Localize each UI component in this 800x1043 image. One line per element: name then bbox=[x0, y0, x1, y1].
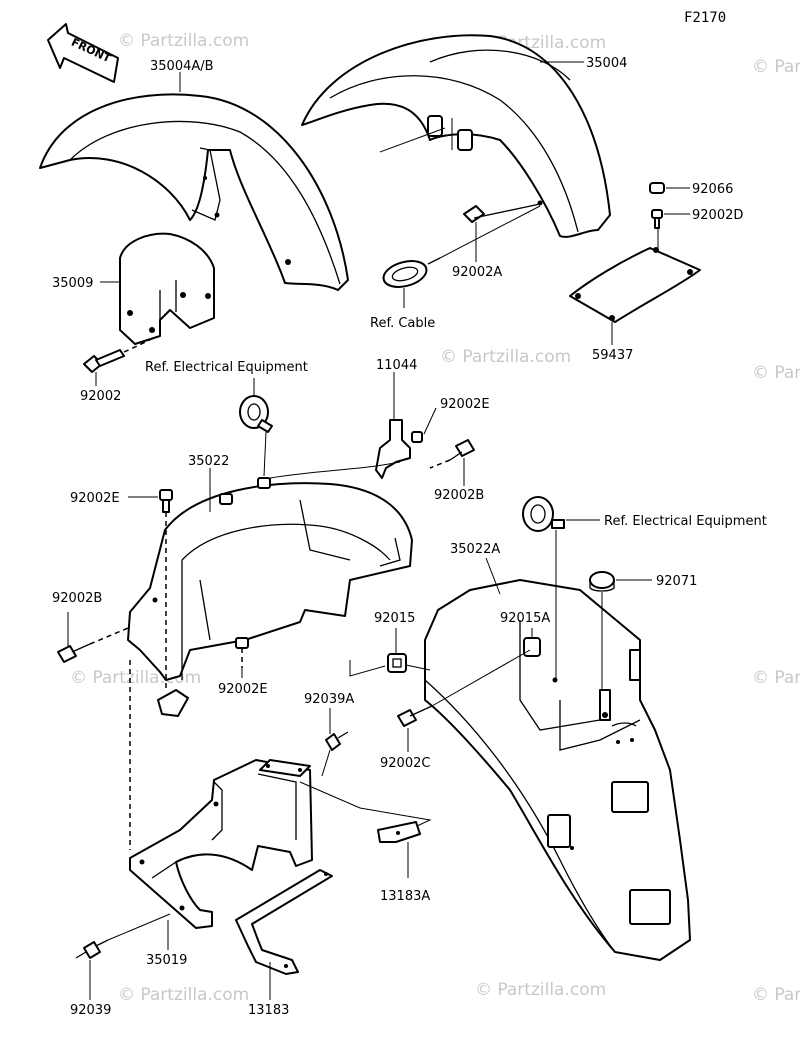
nut-92015 bbox=[387, 653, 407, 673]
bolt-92002b-left bbox=[57, 627, 129, 663]
bolt-92002b-right bbox=[429, 439, 475, 469]
part-label: 92002B bbox=[52, 591, 102, 606]
front-fender-35004 bbox=[301, 34, 611, 238]
rivet-92039 bbox=[75, 913, 171, 959]
watermark: © Partzilla.com bbox=[752, 668, 800, 688]
part-label: 35004A/B bbox=[150, 59, 214, 74]
part-label: 92002C bbox=[380, 756, 430, 771]
part-label: 92002E bbox=[440, 397, 490, 412]
rear-fender-35022a bbox=[424, 579, 691, 961]
watermark: © Partzilla.com bbox=[752, 363, 800, 383]
part-label: 59437 bbox=[592, 348, 633, 363]
part-label: 35022A bbox=[450, 542, 500, 557]
inner-fender-35022 bbox=[127, 461, 413, 717]
part-label: 92071 bbox=[656, 574, 697, 589]
bolt-92002e-c bbox=[235, 637, 249, 668]
grommet-92066 bbox=[649, 182, 665, 194]
rivet-92039a bbox=[325, 731, 349, 751]
part-label: 92002E bbox=[70, 491, 120, 506]
ref-label: Ref. Electrical Equipment bbox=[604, 514, 767, 529]
part-label: 11044 bbox=[376, 358, 417, 373]
watermark: © Partzilla.com bbox=[752, 985, 800, 1005]
watermark: © Partzilla.com bbox=[118, 985, 249, 1005]
electrical-grommet-1 bbox=[239, 395, 273, 433]
part-label: 35019 bbox=[146, 953, 187, 968]
part-label: 92066 bbox=[692, 182, 733, 197]
plate-59437 bbox=[569, 247, 701, 323]
part-label: 92002 bbox=[80, 389, 121, 404]
part-label: 13183 bbox=[248, 1003, 289, 1018]
ref-label: Ref. Electrical Equipment bbox=[145, 360, 308, 375]
nut-92015a bbox=[523, 637, 541, 657]
part-label: 92015 bbox=[374, 611, 415, 626]
watermark: © Partzilla.com bbox=[752, 57, 800, 77]
bolt-92002e-b bbox=[159, 489, 173, 690]
part-label: 92002E bbox=[218, 682, 268, 697]
part-label: 92002D bbox=[692, 208, 743, 223]
figure-code: F2170 bbox=[684, 10, 726, 26]
bolt-92002e-a bbox=[411, 431, 423, 443]
strap-13183 bbox=[235, 869, 333, 975]
bolt-92002a bbox=[463, 203, 541, 223]
clip-13183a bbox=[377, 821, 421, 843]
watermark: © Partzilla.com bbox=[475, 980, 606, 1000]
part-label: 92002B bbox=[434, 488, 484, 503]
part-label: 92015A bbox=[500, 611, 550, 626]
watermark-group: © Partzilla.com © Partzilla.com © Partzi… bbox=[70, 31, 800, 1005]
part-label: 35009 bbox=[52, 276, 93, 291]
front-fender-35004ab bbox=[39, 93, 349, 291]
watermark: © Partzilla.com bbox=[440, 347, 571, 367]
electrical-grommet-2 bbox=[522, 496, 565, 532]
watermark: © Partzilla.com bbox=[118, 31, 249, 51]
cable-clamp bbox=[382, 205, 541, 288]
front-arrow-icon: FRONT bbox=[47, 23, 119, 83]
part-label: 13183A bbox=[380, 889, 430, 904]
grommet-92071 bbox=[589, 571, 615, 592]
part-label: 35022 bbox=[188, 454, 229, 469]
part-label: 35004 bbox=[586, 56, 627, 71]
bracket-35009 bbox=[119, 232, 215, 345]
part-label: 92039 bbox=[70, 1003, 111, 1018]
bolt-92002 bbox=[83, 339, 151, 373]
bracket-35019 bbox=[129, 759, 313, 929]
part-label: 92002A bbox=[452, 265, 502, 280]
bolt-92002c bbox=[397, 649, 531, 727]
bracket-11044 bbox=[375, 419, 411, 479]
bolt-92002d bbox=[651, 209, 663, 229]
part-label: 92039A bbox=[304, 692, 354, 707]
ref-label: Ref. Cable bbox=[370, 316, 435, 331]
